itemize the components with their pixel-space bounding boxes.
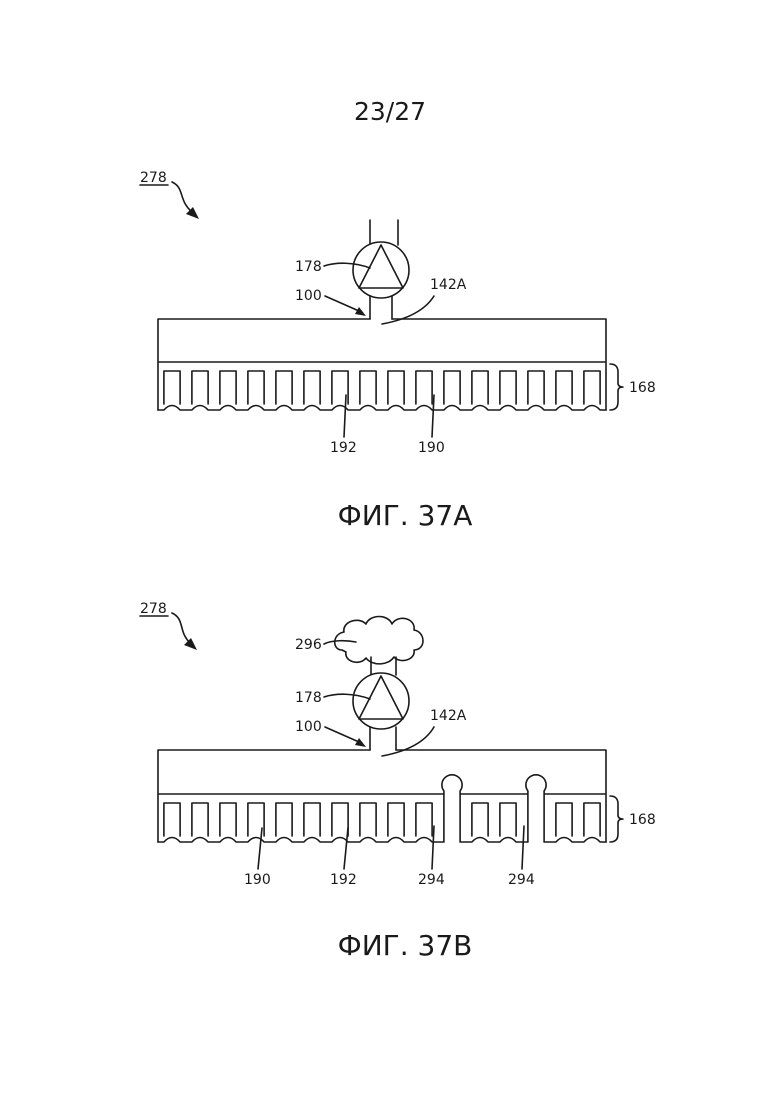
channel-cell bbox=[556, 371, 572, 404]
channel-cell bbox=[528, 371, 544, 404]
channel-row bbox=[158, 775, 606, 842]
channel-cell bbox=[472, 371, 488, 404]
channel-cell bbox=[500, 371, 516, 404]
leader-opening bbox=[382, 727, 434, 756]
bulging-channel bbox=[526, 775, 546, 842]
channel-cell bbox=[556, 803, 572, 836]
label-housing: 100 bbox=[295, 288, 322, 304]
scalloped-base bbox=[158, 406, 606, 411]
label-opening: 142A bbox=[430, 277, 467, 293]
assembly-arrow bbox=[172, 613, 190, 643]
channel-cell bbox=[304, 803, 320, 836]
label-bulge-b: 294 bbox=[508, 872, 535, 888]
figure-37b: 278 168 296 178 100 142A 190 192 294 bbox=[140, 601, 656, 962]
leader-channel-a bbox=[344, 395, 346, 437]
channel-cell bbox=[388, 803, 404, 836]
layer-brace bbox=[610, 364, 623, 410]
leader-housing-arrowhead bbox=[355, 307, 366, 316]
leader-housing bbox=[325, 727, 359, 742]
leader-housing-arrowhead bbox=[355, 738, 366, 747]
channel-cell bbox=[332, 803, 348, 836]
leader-channel-a bbox=[258, 828, 262, 869]
channel-cell bbox=[304, 371, 320, 404]
label-channel-b: 192 bbox=[330, 872, 357, 888]
pump bbox=[353, 657, 409, 750]
bulging-channel bbox=[442, 775, 462, 842]
label-layer: 168 bbox=[629, 812, 656, 828]
label-pump: 178 bbox=[295, 259, 322, 275]
channel-row bbox=[158, 371, 606, 410]
label-layer: 168 bbox=[629, 380, 656, 396]
label-source: 296 bbox=[295, 637, 322, 653]
channel-cell bbox=[276, 371, 292, 404]
assembly-arrowhead bbox=[184, 638, 197, 650]
label-housing: 100 bbox=[295, 719, 322, 735]
page-number: 23/27 bbox=[354, 97, 426, 126]
channel-cell bbox=[472, 803, 488, 836]
channel-cell bbox=[220, 803, 236, 836]
label-assembly: 278 bbox=[140, 170, 167, 186]
label-pump: 178 bbox=[295, 690, 322, 706]
channel-cell bbox=[192, 371, 208, 404]
pump-circle bbox=[353, 242, 409, 298]
figure-caption: ФИГ. 37В bbox=[338, 929, 473, 962]
leader-channel-b bbox=[344, 828, 348, 869]
label-bulge-a: 294 bbox=[418, 872, 445, 888]
layer-brace bbox=[610, 796, 623, 842]
label-opening: 142A bbox=[430, 708, 467, 724]
channel-cell bbox=[500, 803, 516, 836]
channel-cell bbox=[416, 371, 432, 404]
channel-cell bbox=[192, 803, 208, 836]
leader-bulge-b bbox=[522, 826, 524, 869]
pump-circle bbox=[353, 673, 409, 729]
figure-caption: ФИГ. 37А bbox=[338, 499, 473, 532]
channel-cell bbox=[220, 371, 236, 404]
channel-cell bbox=[416, 803, 432, 836]
pump bbox=[353, 220, 409, 319]
channel-cell bbox=[248, 371, 264, 404]
housing bbox=[158, 319, 606, 410]
assembly-arrow bbox=[172, 182, 192, 212]
channel-cell bbox=[584, 371, 600, 404]
channel-cell bbox=[164, 371, 180, 404]
channel-cell bbox=[360, 371, 376, 404]
channel-cell bbox=[388, 371, 404, 404]
label-channel-b: 190 bbox=[418, 440, 445, 456]
channel-cell bbox=[444, 371, 460, 404]
figure-37a: 278 168 178 100 142A 192 190 ФИГ. 37А bbox=[140, 170, 656, 532]
channel-cell bbox=[584, 803, 600, 836]
label-channel-a: 190 bbox=[244, 872, 271, 888]
label-channel-a: 192 bbox=[330, 440, 357, 456]
leader-housing bbox=[325, 296, 359, 311]
channel-cell bbox=[276, 803, 292, 836]
channel-cell bbox=[164, 803, 180, 836]
label-assembly: 278 bbox=[140, 601, 167, 617]
channel-cell bbox=[360, 803, 376, 836]
